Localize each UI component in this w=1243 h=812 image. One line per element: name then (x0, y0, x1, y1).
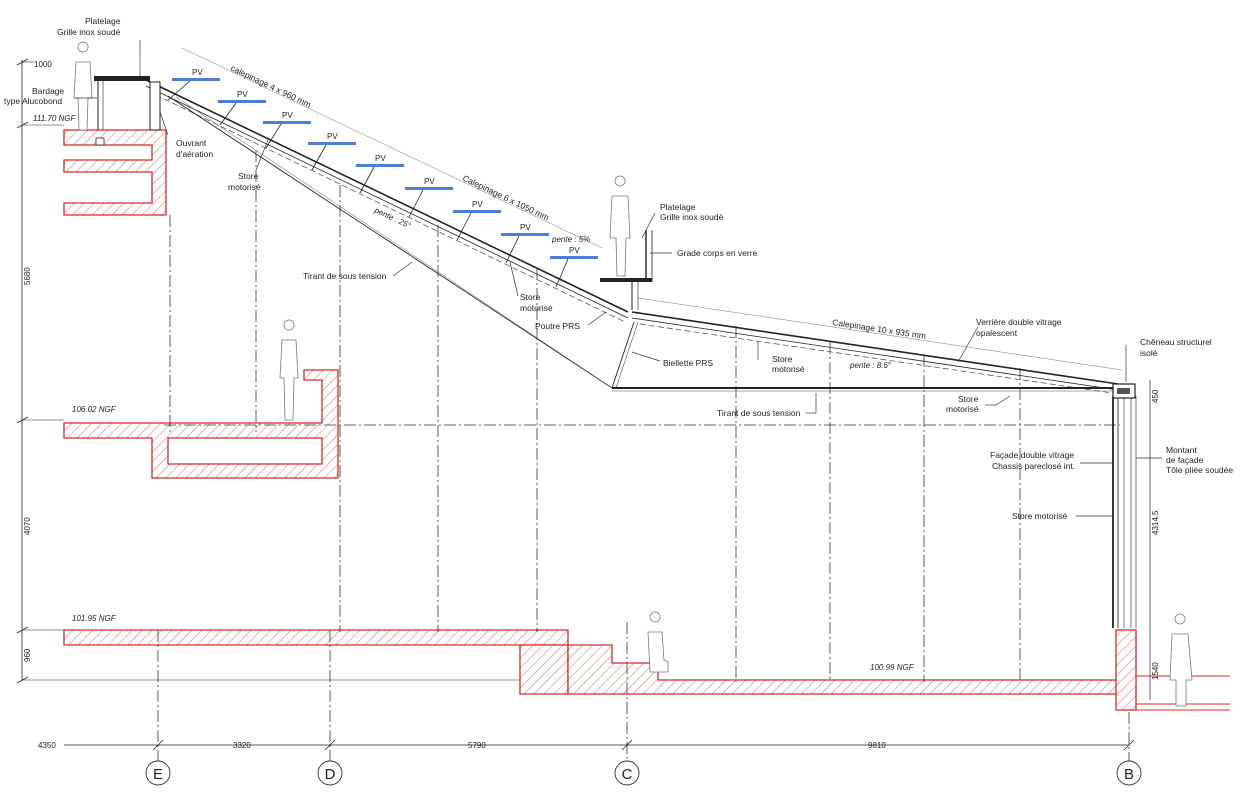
pv-label: PV (327, 132, 338, 141)
grid-axis-D: D (317, 760, 343, 786)
pv-label: PV (520, 223, 531, 232)
shallow-roof (612, 311, 1120, 394)
label-grade-corps: Grade corps en verre (677, 248, 758, 258)
pv-panel: PV (550, 246, 598, 288)
dim-4070: 4070 (23, 517, 32, 535)
label-store-2b: motorisé (520, 303, 553, 313)
dim-4350: 4350 (38, 741, 56, 750)
level-101-95: 101.95 NGF (72, 614, 117, 623)
label-cheneau-2: isolé (1140, 348, 1158, 358)
left-dimension-chain: 1000 5680 4070 960 (16, 58, 520, 684)
leaders (75, 97, 1162, 517)
bottom-dimension-chain: 4350 3320 5790 9810 (38, 739, 1135, 751)
mid-platform (600, 230, 653, 310)
label-bardage-2: type Alucobond (4, 96, 62, 106)
dim-5790: 5790 (468, 741, 486, 750)
label-store-3b: motorisé (772, 364, 805, 374)
pv-panel: PV (308, 132, 356, 171)
pv-panel: PV (453, 200, 501, 241)
label-ouvrant-2: d'aération (176, 149, 213, 159)
label-store-1a: Store (238, 171, 259, 181)
label-platelage-mid-1: Platelage (660, 202, 696, 212)
pv-panel: PV (501, 223, 549, 264)
label-tirant-1: Tirant de sous tension (303, 271, 387, 281)
dim-1000: 1000 (34, 60, 52, 69)
grid-label-C: C (622, 766, 633, 783)
pv-label: PV (237, 90, 248, 99)
dim-4314: 4314.5 (1151, 510, 1160, 535)
pv-panel: PV (356, 154, 404, 194)
label-platelage-top-1: Platelage (85, 16, 121, 26)
label-verriere-2: opalescent (976, 328, 1018, 338)
grid-lines (157, 150, 1130, 762)
grid-axis-E: E (145, 760, 171, 786)
label-cheneau-1: Chêneau structurel (1140, 337, 1212, 347)
person-figure (647, 611, 669, 673)
dim-960: 960 (23, 648, 32, 662)
grid-axis-C: C (614, 760, 640, 786)
pv-panel: PV (263, 111, 311, 149)
person-figures (73, 41, 1193, 707)
label-store-3a: Store (772, 354, 793, 364)
label-store-2a: Store (520, 292, 541, 302)
label-poutre-prs: Poutre PRS (535, 321, 580, 331)
pv-label: PV (282, 111, 293, 120)
pv-panel: PV (167, 68, 220, 101)
pv-panels: PV PV PV PV PV PV PV (167, 68, 598, 288)
person-figure (73, 41, 93, 131)
label-biellette: Biellette PRS (663, 358, 713, 368)
label-store-1b: motorisé (228, 182, 261, 192)
pv-label: PV (472, 200, 483, 209)
label-bardage-1: Bardage (32, 86, 64, 96)
label-facade-2: Chassis pareclosé int. (992, 461, 1075, 471)
label-store-4a: Store (958, 394, 979, 404)
label-verriere-1: Verrière double vitrage (976, 317, 1062, 327)
grid-label-B: B (1124, 766, 1134, 783)
label-pente-86: pente : 8.6° (849, 361, 892, 370)
person-figure (279, 319, 299, 421)
label-platelage-top-2: Grille inox soudé (57, 27, 121, 37)
label-store-4b: motorisé (946, 404, 979, 414)
label-calepinage-3: Calepinage 10 x 935 mm (832, 317, 927, 341)
roof-calepinage-guides (181, 47, 1123, 371)
label-pente-25: pente : 25° (372, 205, 413, 230)
grid-label-E: E (153, 766, 163, 783)
level-106: 106.02 NGF (72, 405, 117, 414)
person-figure (1169, 613, 1193, 707)
pv-panel: PV (405, 177, 453, 218)
annotations: Platelage Grille inox soudé Bardage type… (4, 16, 1233, 672)
dim-1540: 1540 (1151, 662, 1160, 680)
person-figure (609, 175, 631, 277)
mid-slab (63, 369, 339, 479)
top-slab (63, 129, 167, 216)
grid-axis-B: B (1116, 760, 1142, 786)
label-platelage-mid-2: Grille inox soudé (660, 212, 724, 222)
facade: 450 4314.5 1540 (1112, 380, 1160, 700)
grid-label-D: D (325, 766, 336, 783)
steep-roof (145, 79, 639, 389)
label-montant-2: de façade (1166, 455, 1204, 465)
label-ouvrant-1: Ouvrant (176, 138, 207, 148)
dim-3320: 3320 (233, 741, 251, 750)
pv-label: PV (569, 246, 580, 255)
pv-label: PV (192, 68, 203, 77)
dim-450: 450 (1151, 389, 1160, 403)
label-pente-5: pente : 5% (551, 235, 590, 244)
label-facade-1: Façade double vitrage (990, 450, 1074, 460)
label-montant-1: Montant (1166, 445, 1197, 455)
dim-9810: 9810 (868, 741, 886, 750)
label-calepinage-2: Calepinage 6 x 1050 mm (461, 173, 551, 223)
ground-slab (63, 629, 1230, 711)
pv-label: PV (375, 154, 386, 163)
label-store-5: Store motorisé (1012, 511, 1068, 521)
level-111: 111.70 NGF (33, 114, 77, 123)
level-100-99: 100.99 NGF (870, 663, 915, 672)
pv-label: PV (424, 177, 435, 186)
pv-panel: PV (218, 90, 266, 126)
upper-platform (94, 40, 161, 146)
dim-5680: 5680 (23, 267, 32, 285)
label-montant-3: Tôle pliée soudée (1166, 465, 1233, 475)
label-tirant-2: Tirant de sous tension (717, 408, 801, 418)
